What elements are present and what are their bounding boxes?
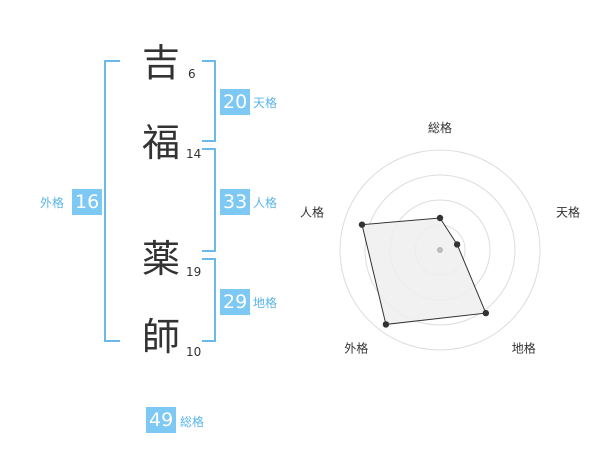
radar-point-1 [436, 214, 444, 222]
radar-point-2 [453, 241, 461, 248]
soukaku-badge: 49 [146, 407, 177, 433]
radar-axis-label-4: 外格 [344, 341, 368, 356]
radar-axis-label-2: 天格 [556, 204, 580, 219]
gaikaku-bracket [104, 60, 120, 342]
gaikaku-badge: 16 [72, 189, 103, 215]
radar-axis-label-3: 地格 [512, 341, 536, 356]
stroke-count-1: 6 [188, 67, 196, 81]
radar-axis-label-5: 人格 [300, 204, 324, 219]
radar-axis-label-1: 総格 [428, 120, 452, 135]
chikaku-label: 地格 [253, 296, 278, 310]
tenkaku-bracket [202, 60, 216, 142]
stroke-count-4: 10 [186, 345, 202, 359]
name-char-1: 吉 [142, 41, 181, 85]
jinkaku-label: 人格 [253, 196, 278, 210]
chikaku-badge: 29 [220, 289, 251, 315]
name-char-2: 福 [142, 121, 181, 165]
jinkaku-bracket [202, 148, 216, 252]
chikaku-bracket [202, 258, 216, 342]
name-char-4: 師 [142, 315, 181, 359]
radar-point-5 [358, 221, 366, 228]
jinkaku-badge: 33 [220, 189, 251, 215]
tenkaku-label: 天格 [253, 96, 278, 110]
gaikaku-label: 外格 [40, 196, 65, 210]
radar-point-4 [382, 321, 390, 328]
radar-grid-ring [364, 174, 516, 326]
name-char-3: 薬 [142, 237, 181, 281]
stroke-count-3: 19 [186, 265, 202, 279]
tenkaku-badge: 20 [220, 89, 251, 115]
stroke-count-2: 14 [186, 147, 202, 161]
radar-center [437, 247, 443, 253]
radar-point-3 [482, 309, 490, 317]
soukaku-label: 総格 [180, 415, 205, 429]
radar-grid-ring [339, 149, 541, 351]
radar-polygon [361, 217, 487, 325]
